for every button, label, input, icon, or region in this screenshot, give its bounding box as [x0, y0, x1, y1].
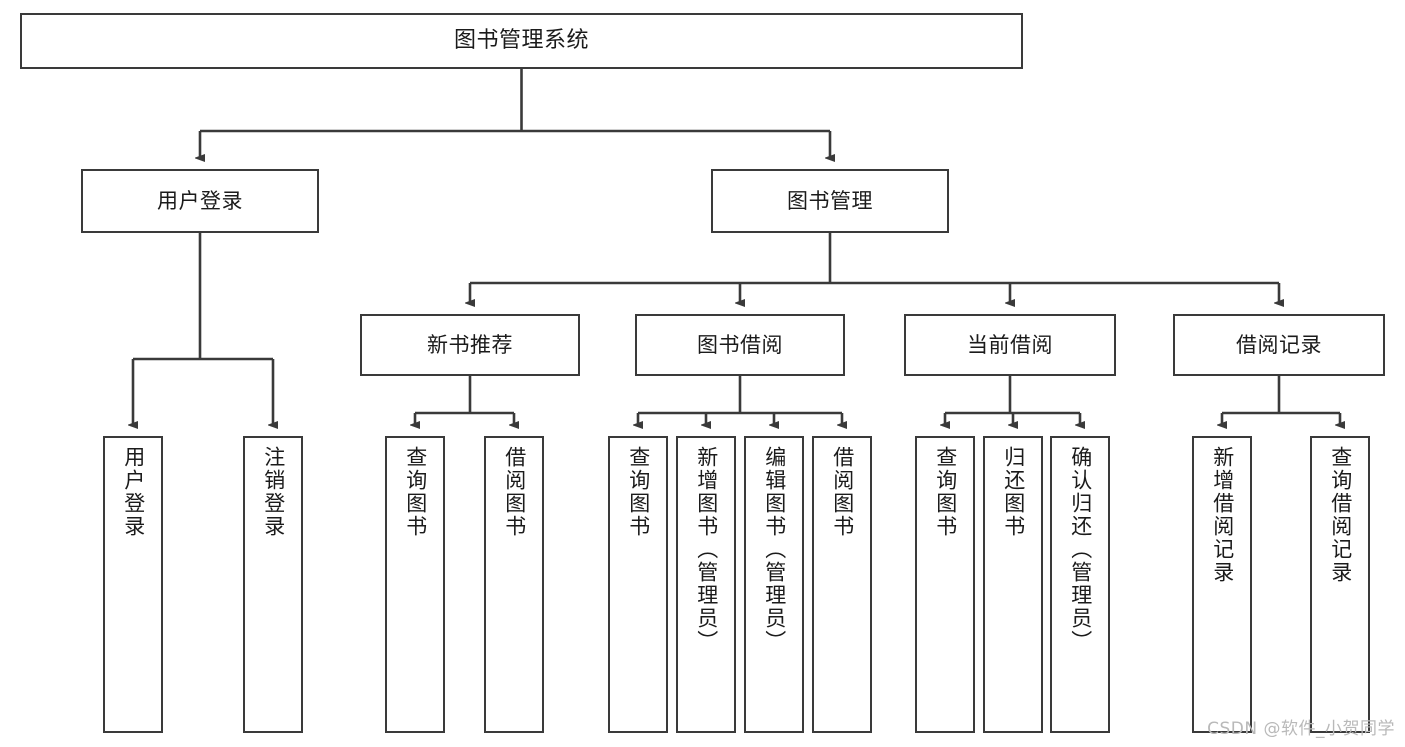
node-label-borrow-record: 借阅记录 [1236, 332, 1322, 357]
node-leaf-current-confirm[interactable]: 确认归还（管理员） [1050, 436, 1110, 733]
node-book-borrow[interactable]: 图书借阅 [635, 314, 845, 376]
node-label-leaf-record-add: 新增借阅记录 [1210, 446, 1235, 584]
node-label-leaf-current-return: 归还图书 [1001, 446, 1026, 538]
node-leaf-record-add[interactable]: 新增借阅记录 [1192, 436, 1252, 733]
node-leaf-current-query[interactable]: 查询图书 [915, 436, 975, 733]
node-label-leaf-record-query: 查询借阅记录 [1328, 446, 1353, 584]
node-leaf-record-query[interactable]: 查询借阅记录 [1310, 436, 1370, 733]
node-label-leaf-recommend-borrow: 借阅图书 [502, 446, 527, 538]
node-label-current-borrow: 当前借阅 [967, 332, 1053, 357]
node-label-new-book-recommend: 新书推荐 [427, 332, 513, 357]
node-leaf-current-return[interactable]: 归还图书 [983, 436, 1043, 733]
node-borrow-record[interactable]: 借阅记录 [1173, 314, 1385, 376]
node-leaf-borrow-add[interactable]: 新增图书（管理员） [676, 436, 736, 733]
node-label-leaf-borrow-query: 查询图书 [626, 446, 651, 538]
node-label-leaf-user-login: 用户登录 [121, 446, 146, 538]
csdn-watermark: CSDN @软件_小贺同学 [1207, 719, 1395, 739]
node-leaf-user-logout[interactable]: 注销登录 [243, 436, 303, 733]
node-leaf-borrow-edit[interactable]: 编辑图书（管理员） [744, 436, 804, 733]
node-root[interactable]: 图书管理系统 [20, 13, 1023, 69]
node-label-leaf-recommend-query: 查询图书 [403, 446, 428, 538]
node-label-leaf-borrow-add: 新增图书（管理员） [694, 446, 719, 653]
node-current-borrow[interactable]: 当前借阅 [904, 314, 1116, 376]
node-leaf-borrow-query[interactable]: 查询图书 [608, 436, 668, 733]
node-user-login[interactable]: 用户登录 [81, 169, 319, 233]
node-label-leaf-borrow-lend: 借阅图书 [830, 446, 855, 538]
node-label-leaf-current-query: 查询图书 [933, 446, 958, 538]
node-label-root: 图书管理系统 [453, 28, 589, 54]
node-leaf-user-login[interactable]: 用户登录 [103, 436, 163, 733]
node-label-book-manage: 图书管理 [787, 188, 873, 213]
node-label-leaf-user-logout: 注销登录 [261, 446, 286, 538]
node-label-book-borrow: 图书借阅 [697, 332, 783, 357]
node-label-leaf-current-confirm: 确认归还（管理员） [1068, 446, 1093, 653]
node-leaf-recommend-borrow[interactable]: 借阅图书 [484, 436, 544, 733]
node-leaf-recommend-query[interactable]: 查询图书 [385, 436, 445, 733]
node-leaf-borrow-lend[interactable]: 借阅图书 [812, 436, 872, 733]
node-label-user-login: 用户登录 [157, 188, 243, 213]
node-book-manage[interactable]: 图书管理 [711, 169, 949, 233]
node-label-leaf-borrow-edit: 编辑图书（管理员） [762, 446, 787, 653]
node-new-book-recommend[interactable]: 新书推荐 [360, 314, 580, 376]
